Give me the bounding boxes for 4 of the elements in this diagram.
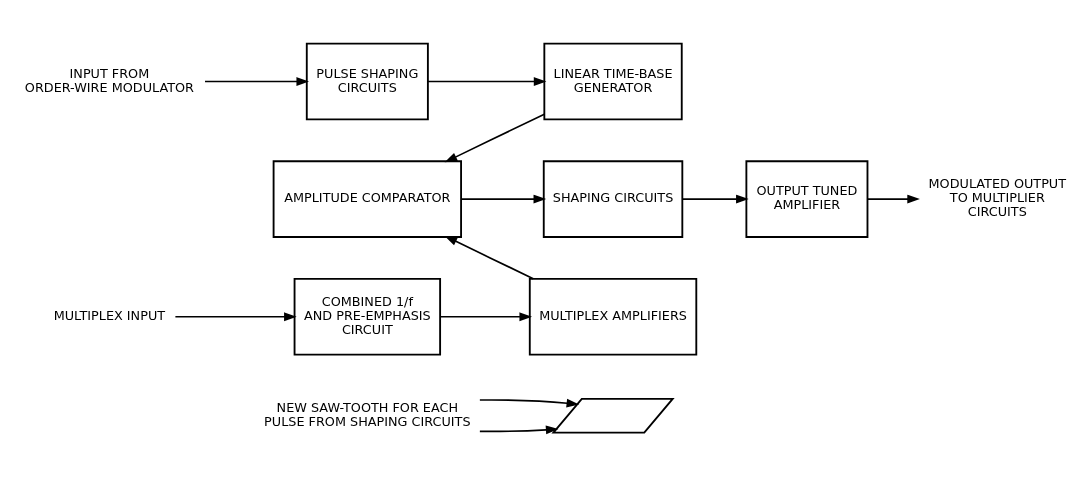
node-text: MODULATED OUTPUT TO MULTIPLIER CIRCUITS xyxy=(928,175,1067,219)
node-text: NEW SAW-TOOTH FOR EACH PULSE FROM SHAPING CIRCUITS xyxy=(264,399,471,429)
node-text: MULTIPLEX INPUT xyxy=(53,307,166,323)
node-text: INPUT FROM ORDER-WIRE MODULATOR xyxy=(24,65,194,95)
